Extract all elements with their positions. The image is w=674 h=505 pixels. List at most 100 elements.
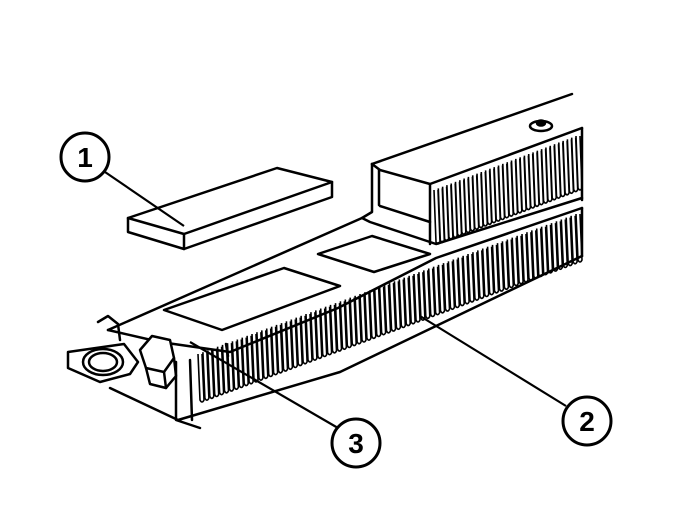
fin [501, 241, 510, 291]
loose-plate [126, 166, 334, 251]
mounting-ear-hole-icon [81, 347, 125, 377]
fin [560, 219, 569, 269]
fin [562, 140, 570, 196]
fin [197, 353, 205, 403]
fin [486, 246, 495, 296]
fin [265, 328, 274, 378]
fin [471, 175, 480, 231]
fin [378, 286, 387, 336]
fin [467, 253, 475, 303]
fin [506, 162, 515, 217]
fin [221, 344, 230, 394]
label-panel-front [162, 266, 342, 332]
fin [427, 268, 436, 318]
fin [295, 317, 304, 367]
fin [540, 149, 549, 204]
fin [450, 183, 459, 239]
fin [433, 189, 441, 245]
fin [575, 213, 583, 263]
leader-line-3 [189, 341, 339, 429]
fin [207, 350, 215, 400]
fin [441, 186, 450, 242]
fin [324, 306, 333, 356]
fin [285, 321, 294, 371]
fin [535, 228, 544, 278]
fin [300, 315, 308, 365]
fin [527, 153, 536, 209]
callout-label-1: 1 [77, 142, 93, 173]
fin [211, 348, 220, 398]
fin [477, 250, 485, 300]
fin [476, 173, 484, 229]
main-body [66, 196, 584, 430]
fin [555, 221, 564, 271]
fin [550, 223, 559, 272]
leader-lines [104, 171, 567, 429]
fin [344, 299, 353, 349]
fins-lower [197, 213, 583, 403]
fin [515, 158, 523, 214]
callout-label-3: 3 [348, 428, 364, 459]
fin [270, 326, 279, 376]
fin [393, 281, 402, 331]
fin [408, 275, 416, 325]
fin [369, 290, 377, 340]
fin [480, 171, 489, 227]
fin [523, 155, 532, 211]
fin [497, 165, 506, 221]
upper-section [360, 92, 584, 246]
leader-line-1 [104, 171, 185, 227]
fin [383, 284, 392, 334]
fin [467, 176, 476, 232]
fin [540, 226, 549, 276]
fin [329, 304, 338, 354]
fin [462, 255, 470, 305]
mounting-ear [66, 342, 140, 384]
callout-1: 1 [59, 131, 111, 183]
fin [502, 163, 510, 219]
fin [310, 312, 318, 361]
fin [454, 181, 463, 237]
fin [246, 335, 254, 385]
fin [275, 324, 284, 374]
fin [481, 248, 490, 298]
fin [491, 244, 500, 294]
fin [532, 152, 540, 208]
fin [403, 277, 412, 327]
fin [511, 237, 520, 287]
fin [447, 261, 456, 311]
fin [566, 139, 575, 195]
fin [452, 259, 461, 309]
fin [545, 147, 553, 203]
fin [565, 217, 574, 267]
fin [575, 135, 583, 191]
fin [553, 144, 562, 199]
fin [558, 142, 566, 198]
fin [484, 170, 493, 226]
fins-upper [433, 135, 583, 245]
fin [489, 168, 497, 224]
fin [516, 235, 524, 285]
fin [442, 263, 451, 312]
fin [339, 301, 348, 351]
fin [545, 224, 554, 274]
fin [463, 178, 471, 234]
fin [446, 185, 454, 240]
fin [231, 341, 240, 391]
fin [521, 233, 529, 283]
fin [202, 352, 210, 401]
fin [472, 252, 480, 301]
fin [536, 150, 545, 206]
fin [437, 264, 446, 314]
fin [459, 180, 467, 235]
callout-label-2: 2 [579, 406, 595, 437]
fin [506, 239, 515, 289]
fin [457, 257, 466, 307]
fin [364, 292, 372, 341]
fin [305, 313, 313, 363]
fin [256, 332, 264, 381]
fin [510, 160, 519, 216]
fin [531, 230, 539, 280]
fin [437, 188, 446, 244]
